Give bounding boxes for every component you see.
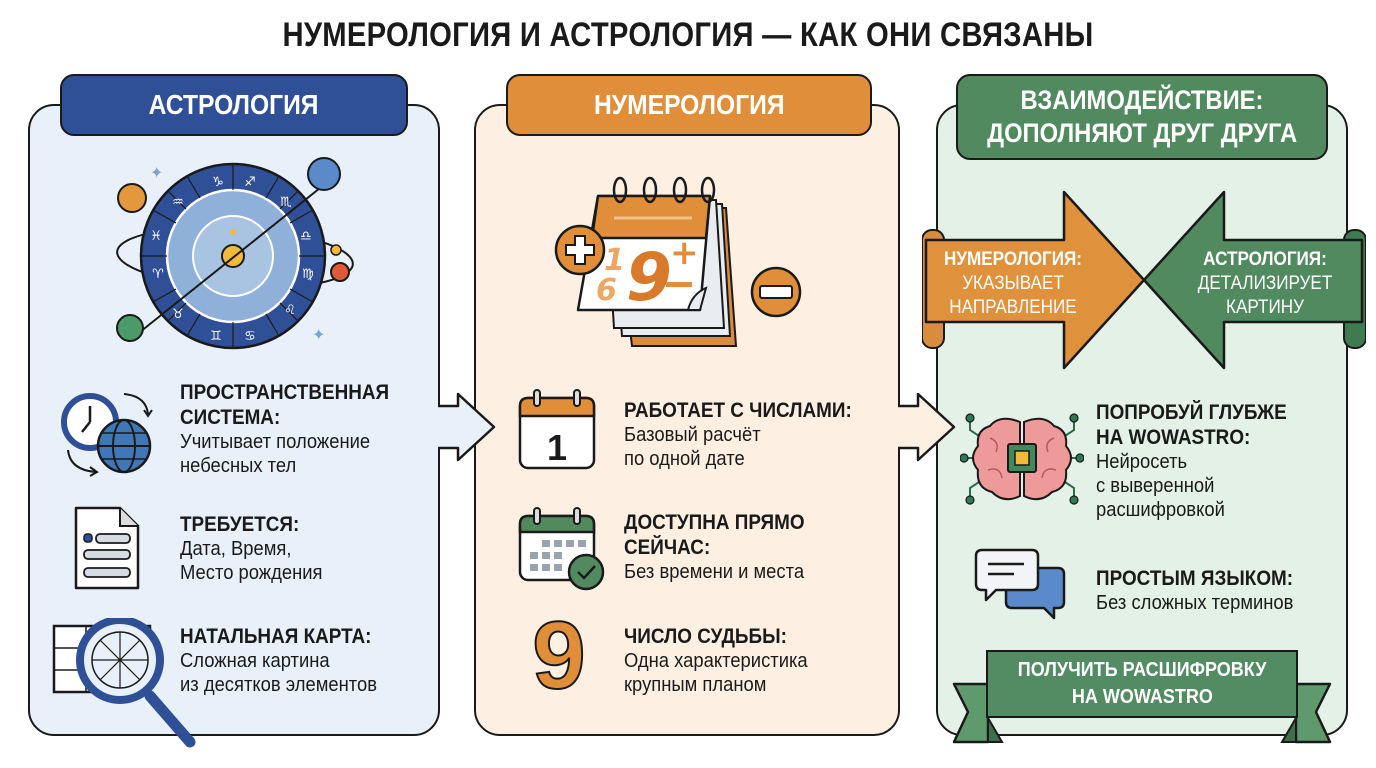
item-heading: СИСТЕМА: [180,406,281,429]
numerology-item-available-now: ДОСТУПНА ПРЯМО СЕЙЧАС: Без времени и мес… [624,510,825,584]
item-text: Без времени и места [624,561,805,583]
item-text: Нейросеть [1096,451,1188,473]
arrow-astrology-label: АСТРОЛОГИЯ: ДЕТАЛИЗИРУЕТ КАРТИНУ [1178,248,1352,320]
get-reading-button[interactable]: ПОЛУЧИТЬ РАСШИФРОВКУ НА WOWASTRO [986,650,1298,718]
calendar-numbers-icon: 1 6 9 + [554,176,802,347]
item-text: крупным планом [624,674,767,696]
item-heading: ТРЕБУЕТСЯ: [180,513,300,536]
hero-plus-sign: + [670,233,699,273]
svg-text:✦: ✦ [150,165,163,182]
item-heading: РАБОТАЕТ С ЧИСЛАМИ: [624,399,852,422]
cta-label: ПОЛУЧИТЬ РАСШИФРОВКУ [1017,659,1267,681]
svg-text:♊: ♊ [210,329,222,344]
zodiac-wheel-icon: ♑ ♐ ♏ ♎ ♍ ♌ ♋ ♊ ♉ ♈ ♓ ♒ ✦ ✦ [116,157,354,350]
natal-chart-magnifier-icon [52,618,196,748]
ribbon-ends-icon [952,682,1332,744]
item-heading: ЧИСЛО СУДЬБЫ: [624,625,787,648]
arrow-text: УКАЗЫВАЕТ [962,273,1064,294]
astrology-item-required: ТРЕБУЕТСЯ: Дата, Время, Место рождения [180,512,335,585]
astrology-item-spatial-system: ПРОСТРАНСТВЕННАЯ СИСТЕМА: Учитывает поло… [180,380,412,478]
item-text: небесных тел [180,455,297,477]
item-heading: ДОСТУПНА ПРЯМО [624,511,805,534]
interaction-item-try-deeper: ПОПРОБУЙ ГЛУБЖЕ НА WOWASTRO: Нейросеть с… [1096,400,1308,522]
item-text: из десятков элементов [180,674,377,696]
svg-text:✦: ✦ [312,327,325,344]
svg-text:♎: ♎ [300,229,312,244]
svg-text:♒: ♒ [172,195,184,210]
cta-label: НА WOWASTRO [1071,686,1213,708]
chat-bubbles-icon [974,548,1066,620]
numerology-item-works-with-numbers: РАБОТАЕТ С ЧИСЛАМИ: Базовый расчёт по од… [624,398,877,471]
astrology-header: АСТРОЛОГИЯ [60,74,408,136]
item-text: расшифровкой [1096,499,1225,521]
item-text: Без сложных терминов [1096,592,1294,614]
numerology-header-label: НУМЕРОЛОГИЯ [593,89,785,120]
form-document-icon [74,506,140,590]
arrow-numerology-label: НУМЕРОЛОГИЯ: УКАЗЫВАЕТ НАПРАВЛЕНИЕ [926,248,1100,320]
svg-text:♓: ♓ [150,229,162,244]
item-heading: НА WOWASTRO: [1096,426,1251,449]
svg-text:♈: ♈ [152,267,164,282]
ai-brain-chip-icon [960,413,1084,505]
calendar-check-icon [518,507,605,591]
item-text: с выверенной [1096,475,1215,497]
item-text: по одной дате [624,448,745,470]
item-heading: СЕЙЧАС: [624,536,711,559]
hero-digit-big: 9 [626,239,672,316]
item-text: Сложная картина [180,650,330,672]
clock-globe-icon [61,393,153,477]
item-text: Дата, Время, [180,538,292,560]
svg-text:♌: ♌ [284,303,296,318]
item-text: Учитывает положение [180,431,371,453]
svg-text:♍: ♍ [302,267,314,282]
item-heading: ПОПРОБУЙ ГЛУБЖЕ [1096,401,1287,424]
numerology-header: НУМЕРОЛОГИЯ [506,74,872,136]
numerology-item-destiny-number: ЧИСЛО СУДЬБЫ: Одна характеристика крупны… [624,624,824,697]
astrology-header-label: АСТРОЛОГИЯ [149,89,319,120]
svg-text:♏: ♏ [280,195,292,210]
hero-digit-small-bottom: 6 [596,273,617,308]
arrow-heading: НУМЕРОЛОГИЯ: [944,249,1082,270]
interaction-header-line: ВЗАИМОДЕЙСТВИЕ: [1020,85,1264,115]
interaction-header-line: ДОПОЛНЯЮТ ДРУГ ДРУГА [986,118,1297,148]
interaction-header: ВЗАИМОДЕЙСТВИЕ: ДОПОЛНЯЮТ ДРУГ ДРУГА [956,74,1328,160]
interaction-item-simple-language: ПРОСТЫМ ЯЗЫКОМ: Без сложных терминов [1096,566,1315,615]
arrow-text: ДЕТАЛИЗИРУЕТ [1197,273,1333,294]
svg-text:♐: ♐ [244,175,256,190]
arrow-right-icon [898,392,956,462]
converging-arrows-icon [922,190,1366,370]
svg-text:♋: ♋ [244,329,256,344]
arrow-text: КАРТИНУ [1226,297,1304,318]
item-text: Базовый расчёт [624,424,761,446]
astrology-item-natal-chart: НАТАЛЬНАЯ КАРТА: Сложная картина из деся… [180,624,394,697]
svg-text:♑: ♑ [212,175,224,190]
number-nine-icon: 9 [531,602,586,709]
item-heading: ПРОСТРАНСТВЕННАЯ [180,381,390,404]
item-text: Одна характеристика [624,650,808,672]
item-heading: НАТАЛЬНАЯ КАРТА: [180,625,372,648]
item-text: Место рождения [180,562,323,584]
arrow-right-icon [438,392,496,462]
hero-digit-small-top: 1 [604,243,625,278]
svg-text:♉: ♉ [172,307,184,322]
calendar-day-icon: 1 [518,389,596,470]
item-heading: ПРОСТЫМ ЯЗЫКОМ: [1096,567,1294,590]
arrow-text: НАПРАВЛЕНИЕ [949,297,1077,318]
page-title: НУМЕРОЛОГИЯ И АСТРОЛОГИЯ — КАК ОНИ СВЯЗА… [282,16,1094,54]
arrow-heading: АСТРОЛОГИЯ: [1203,249,1327,270]
calendar-day-number: 1 [547,427,567,468]
